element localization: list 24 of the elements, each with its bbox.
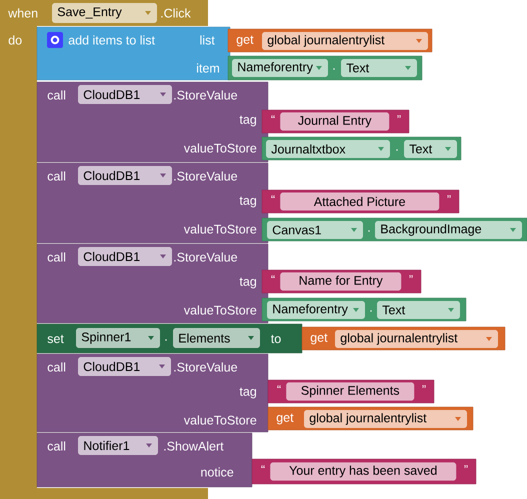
text-block: “ Attached Picture ” — [262, 190, 460, 214]
dropdown-field: Elements — [173, 328, 260, 348]
text-block: “ Spinner Elements ” — [268, 380, 434, 404]
dropdown-field: Spinner1 — [76, 328, 160, 348]
dropdown-field: Save_Entry — [52, 3, 157, 23]
dropdown-field: Nameforentry — [232, 59, 328, 77]
dropdown-field: Canvas1 — [267, 221, 363, 239]
dropdown-field: CloudDB1 — [78, 247, 172, 266]
dropdown-field: Notifier1 — [78, 436, 158, 455]
dropdown-field: Text — [404, 140, 457, 158]
dropdown-field: Journaltxtbox — [266, 140, 390, 158]
dropdown-field: CloudDB1 — [78, 166, 172, 185]
dropdown-field: BackgroundImage — [375, 221, 522, 239]
text-block: “ Your entry has been saved ” — [252, 458, 476, 484]
dropdown-field: CloudDB1 — [78, 85, 172, 104]
text-block: “ Journal Entry ” — [262, 110, 410, 134]
dropdown-field: global journalentrylist — [335, 330, 498, 348]
dropdown-field: global journalentrylist — [304, 410, 467, 428]
dropdown-field: Nameforentry — [267, 301, 365, 319]
dropdown-field: Text — [377, 301, 460, 319]
dropdown-field: CloudDB1 — [78, 357, 171, 376]
text-block: “ Name for Entry ” — [262, 270, 422, 294]
dropdown-field: global journalentrylist — [262, 32, 428, 50]
dropdown-field: Text — [341, 59, 417, 77]
